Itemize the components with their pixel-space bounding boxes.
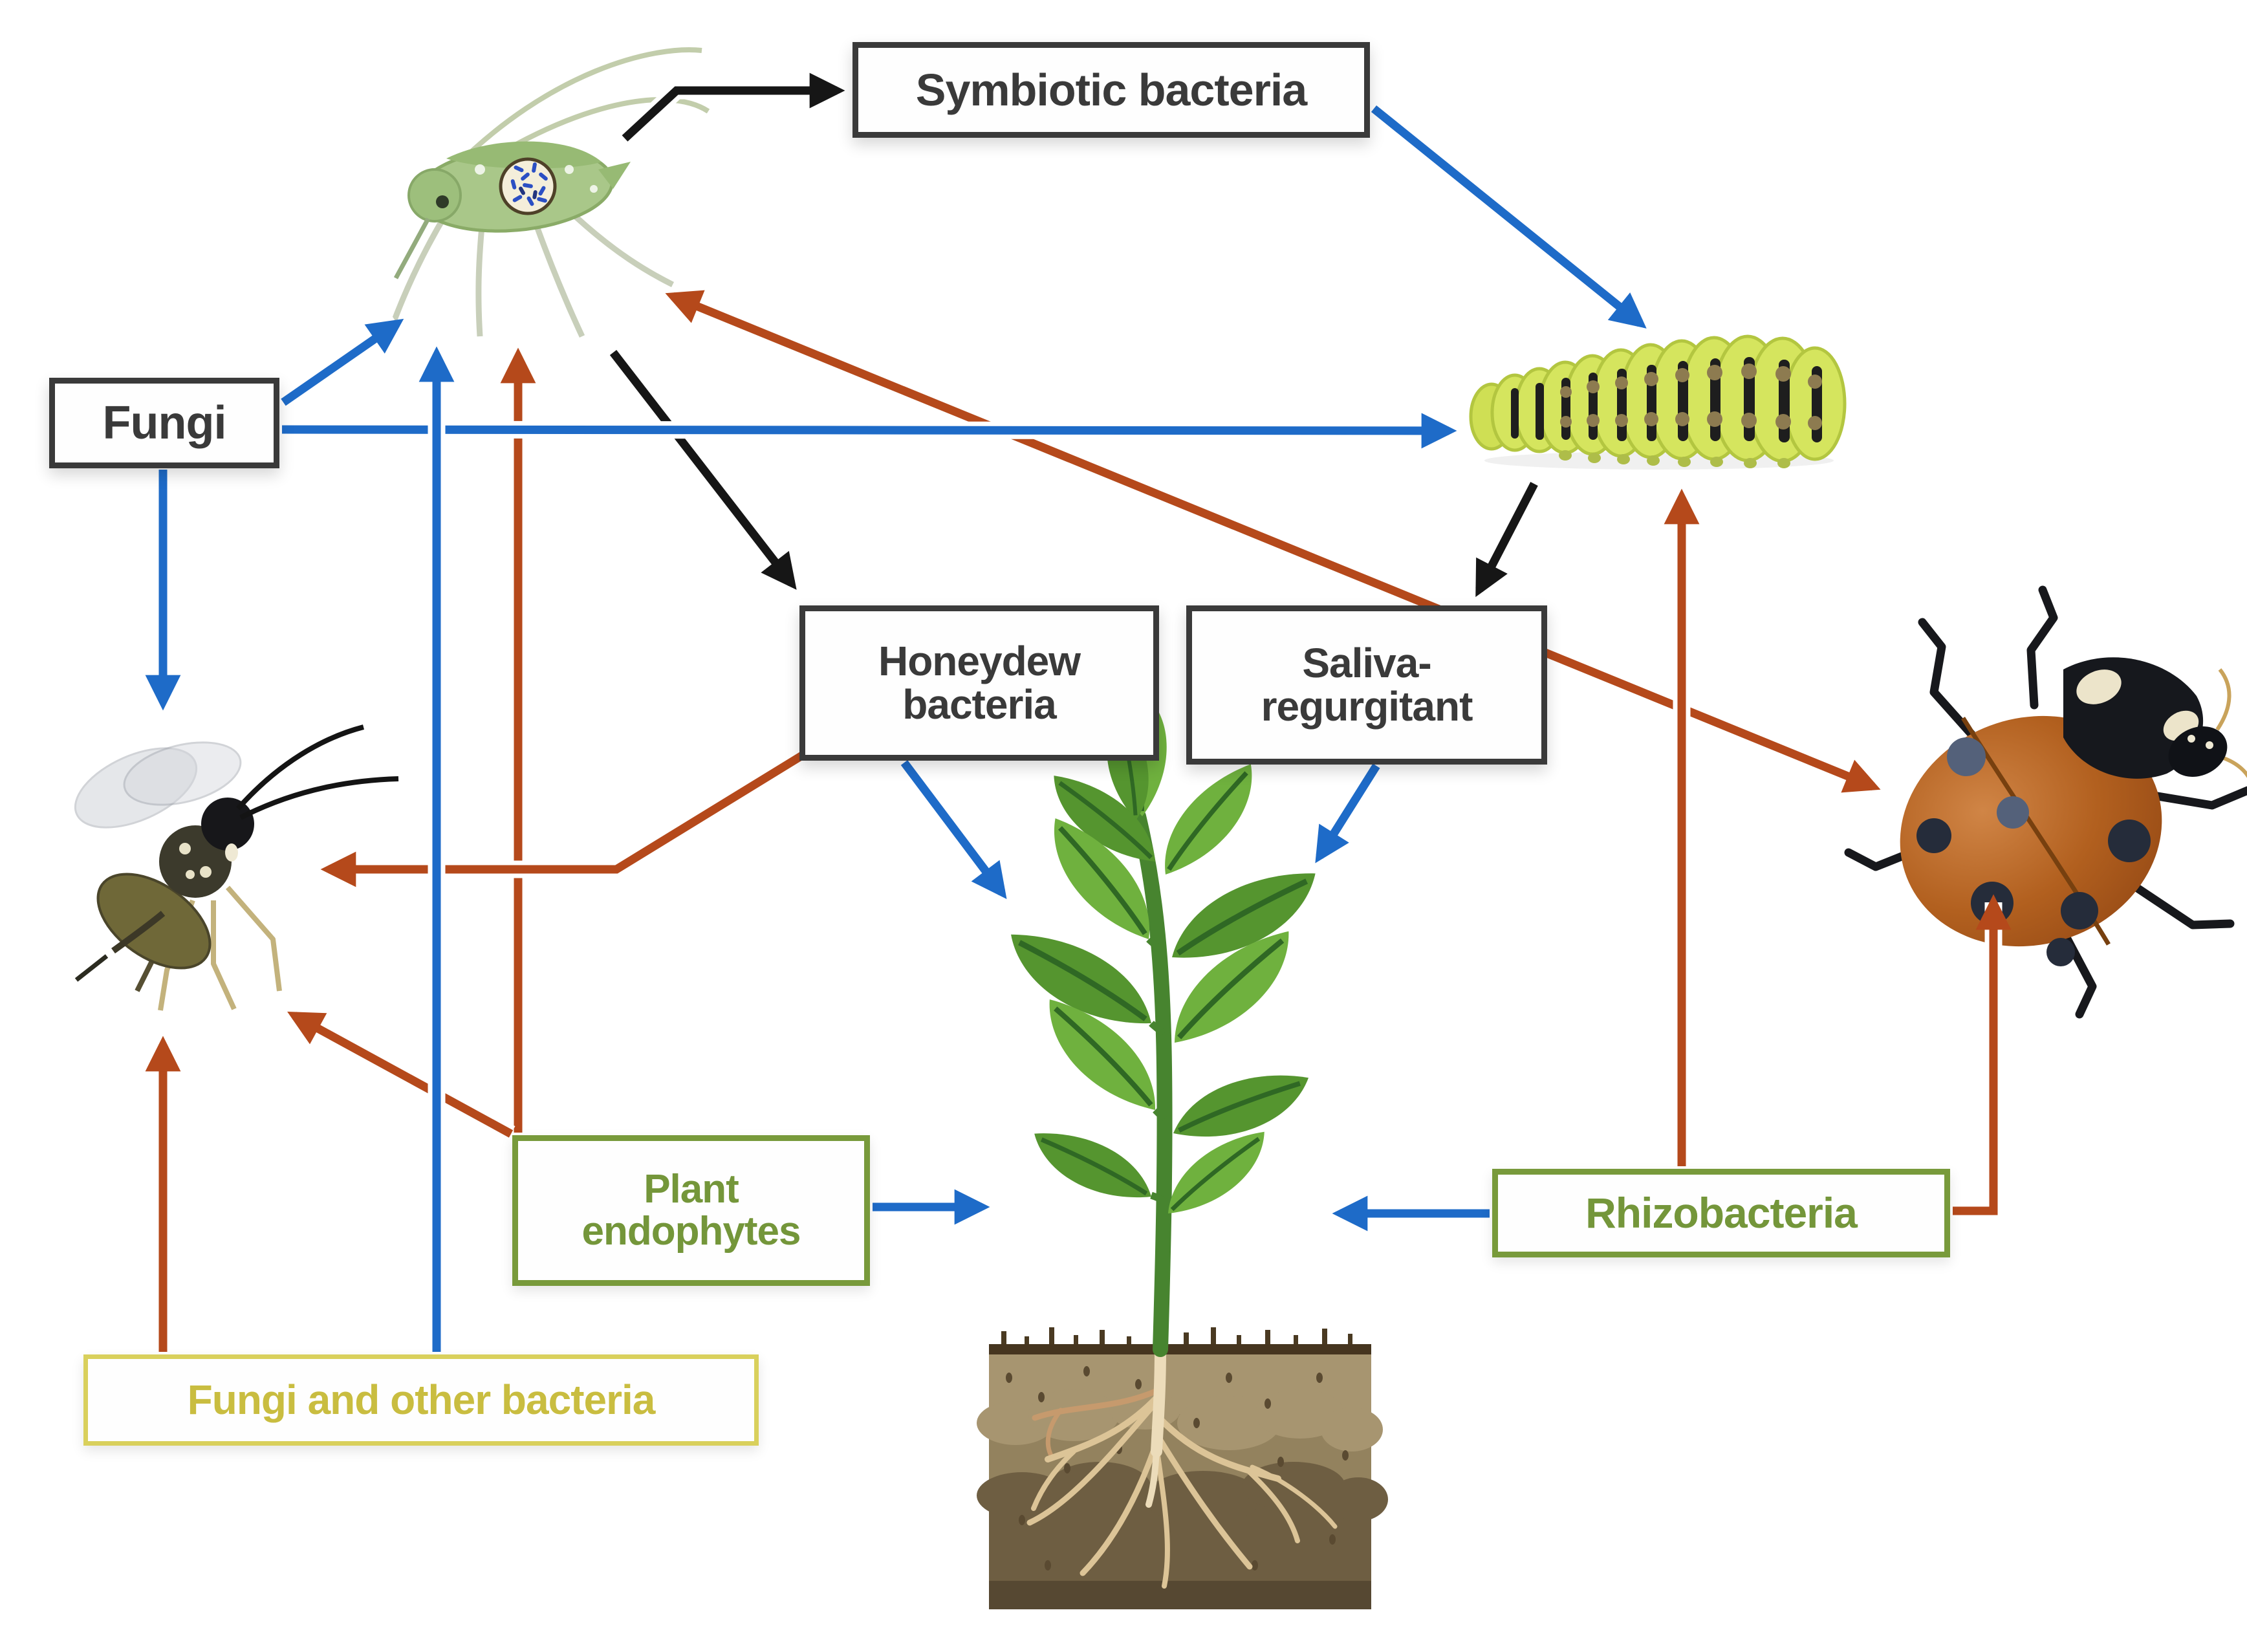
arrow-plant-endophytes-to-wasp xyxy=(287,1012,514,1138)
box-honeydew-bacteria-label: Honeydew bacteria xyxy=(878,638,1081,728)
symbiont-bacteria-icon xyxy=(510,162,548,206)
box-plant-endophytes: Plant endophytes xyxy=(512,1135,870,1286)
box-fungi: Fungi xyxy=(49,378,279,468)
arrow-fungi-to-aphid xyxy=(281,318,404,406)
box-rhizobacteria-label: Rhizobacteria xyxy=(1585,1189,1858,1237)
aphid-icon xyxy=(389,47,710,338)
arrow-aphid-to-symbiotic-bacteria xyxy=(622,72,845,142)
arrow-honeydew-bacteria-to-plant xyxy=(900,760,1007,899)
box-plant-endophytes-label: Plant endophytes xyxy=(581,1167,801,1254)
arrow-fungi-to-caterpillar xyxy=(281,413,1457,449)
soil-icon xyxy=(977,1327,1388,1609)
box-fungi-and-other-bacteria: Fungi and other bacteria xyxy=(83,1354,759,1446)
plant-icon xyxy=(999,696,1325,1357)
arrow-casing-rhizobacteria-to-ladybug xyxy=(1953,902,2003,1220)
parasitoid-wasp-icon xyxy=(74,724,399,1011)
ladybug-icon xyxy=(1844,585,2247,1019)
box-rhizobacteria: Rhizobacteria xyxy=(1492,1169,1950,1257)
box-fungi-and-other-bacteria-label: Fungi and other bacteria xyxy=(187,1376,656,1424)
arrow-caterpillar-to-saliva-regurgitant xyxy=(1475,482,1538,598)
box-saliva-regurgitant: Saliva-regurgitant xyxy=(1186,605,1547,765)
box-symbiotic-bacteria-label: Symbiotic bacteria xyxy=(915,64,1307,115)
arrow-honeydew-bacteria-to-wasp xyxy=(320,752,805,887)
arrow-rhizobacteria-to-ladybug xyxy=(1953,894,2012,1215)
arrow-layer xyxy=(145,72,2012,1352)
caterpillar-icon xyxy=(1469,334,1847,470)
arrow-aphid-to-honeydew-bacteria xyxy=(609,350,797,590)
box-fungi-label: Fungi xyxy=(102,397,227,449)
arrow-saliva-regurgitant-to-plant xyxy=(1315,763,1380,864)
arrow-symbiotic-bacteria-to-caterpillar xyxy=(1371,105,1647,329)
box-saliva-regurgitant-label: Saliva-regurgitant xyxy=(1261,640,1473,730)
box-honeydew-bacteria: Honeydew bacteria xyxy=(799,605,1159,761)
box-symbiotic-bacteria: Symbiotic bacteria xyxy=(852,42,1370,138)
arrow-casing-honeydew-bacteria-to-wasp xyxy=(329,748,807,878)
